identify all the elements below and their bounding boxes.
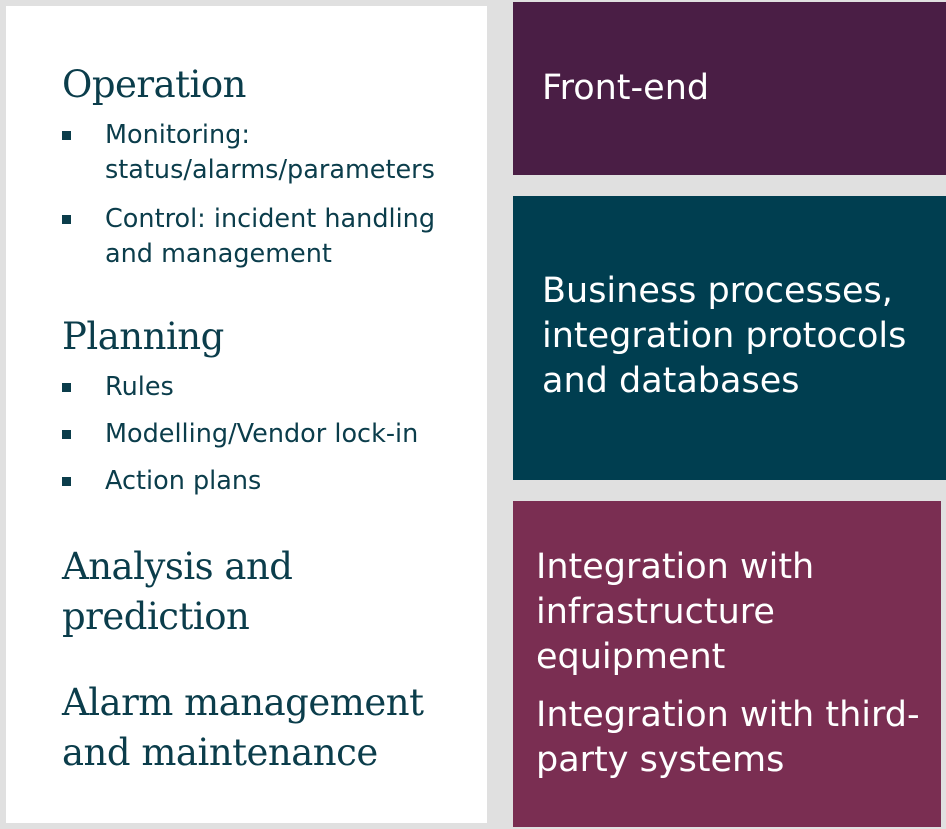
planning-item-rules: Rules: [105, 372, 174, 402]
alarm-heading: Alarm management and maintenance: [62, 681, 424, 774]
list-item: Rules: [62, 370, 472, 405]
front-end-label: Front-end: [542, 68, 710, 108]
bullet-icon: [62, 477, 71, 486]
integration-block: Integration with infrastructure equipmen…: [513, 501, 941, 827]
planning-item-action-plans: Action plans: [105, 466, 262, 496]
front-end-block: Front-end: [513, 2, 946, 175]
operation-list: Monitoring: status/alarms/parameters Con…: [62, 118, 462, 272]
integration-infra-label: Integration with infrastructure equipmen…: [536, 547, 815, 677]
operation-item-monitoring: Monitoring: status/alarms/parameters: [105, 120, 435, 185]
left-panel: Operation Monitoring: status/alarms/para…: [6, 6, 487, 823]
business-block: Business processes, integration protocol…: [513, 196, 946, 480]
planning-heading: Planning: [62, 315, 224, 358]
integration-third-party-label: Integration with third-party systems: [536, 695, 920, 780]
operation-item-control: Control: incident handling and managemen…: [105, 204, 436, 269]
bullet-icon: [62, 430, 71, 439]
list-item: Control: incident handling and managemen…: [62, 202, 462, 272]
list-item: Modelling/Vendor lock-in: [62, 417, 472, 452]
bullet-icon: [62, 215, 71, 224]
bullet-icon: [62, 131, 71, 140]
list-item: Action plans: [62, 464, 472, 499]
analysis-heading: Analysis and prediction: [62, 545, 293, 638]
operation-heading: Operation: [62, 63, 246, 106]
list-item: Monitoring: status/alarms/parameters: [62, 118, 462, 188]
business-label: Business processes, integration protocol…: [542, 271, 907, 401]
planning-list: Rules Modelling/Vendor lock-in Action pl…: [62, 370, 472, 499]
bullet-icon: [62, 383, 71, 392]
planning-item-modelling: Modelling/Vendor lock-in: [105, 419, 419, 449]
